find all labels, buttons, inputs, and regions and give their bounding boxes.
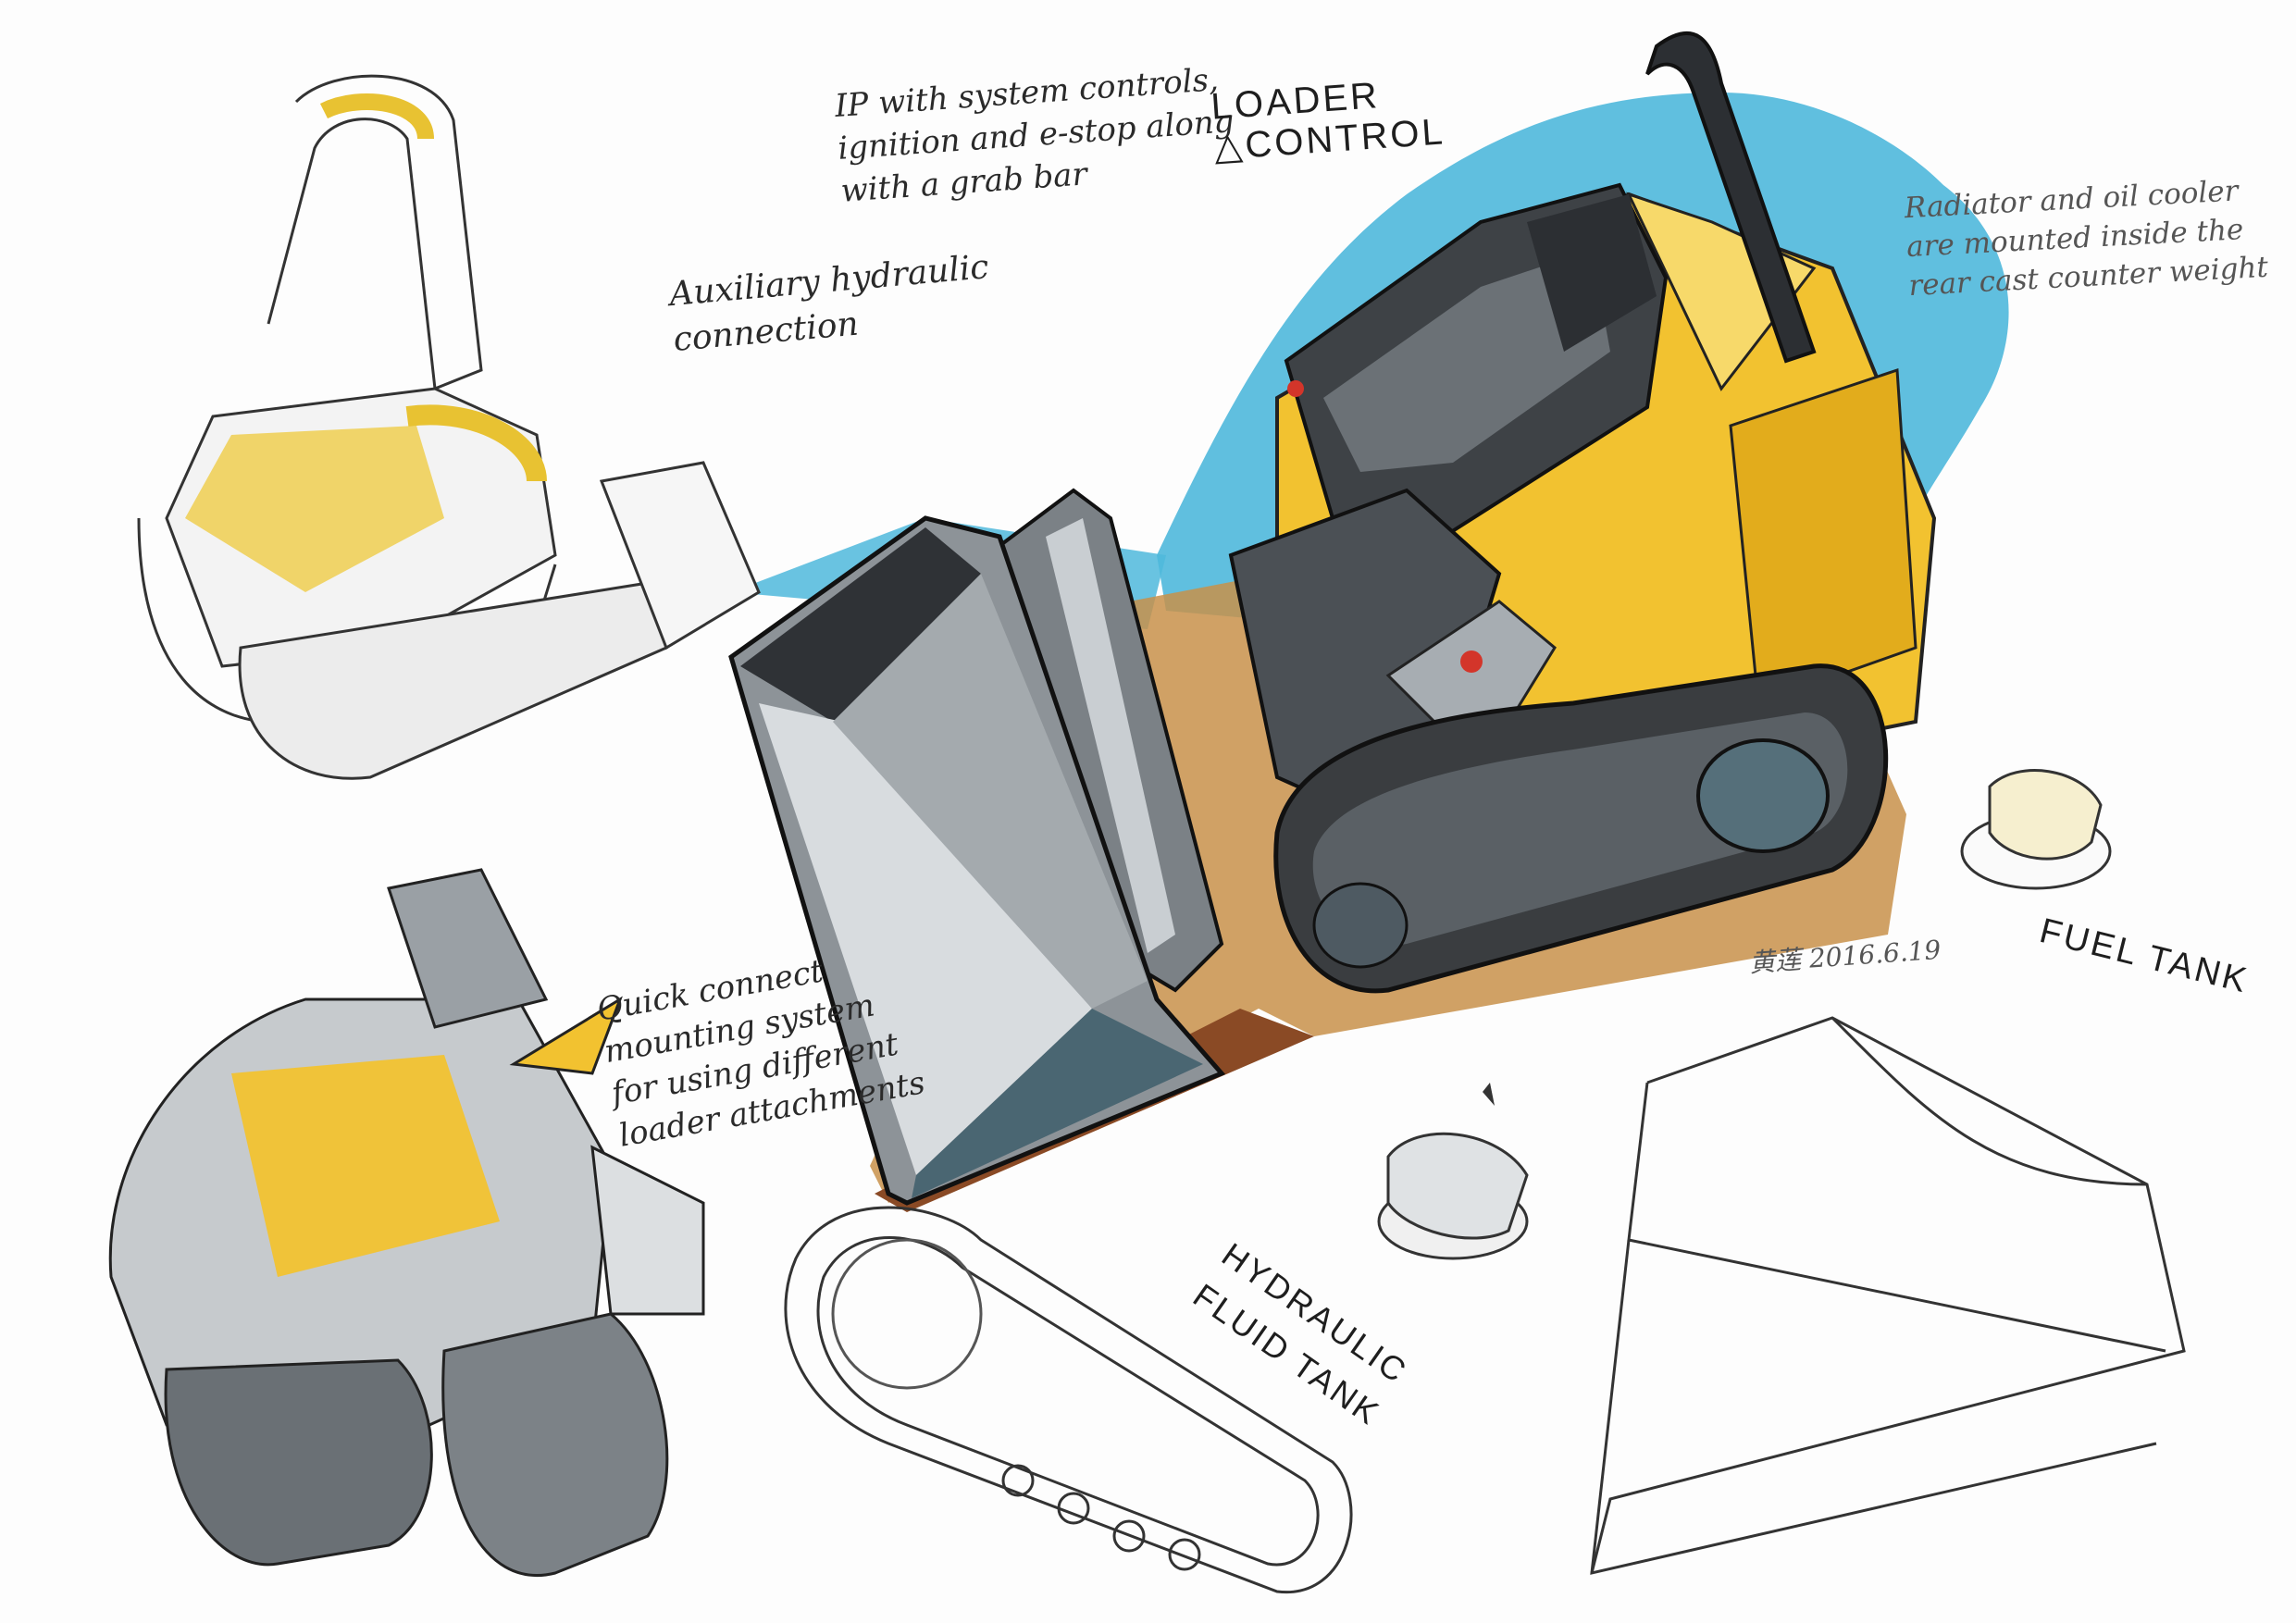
red-button bbox=[1460, 650, 1483, 673]
annotation-radiator: Radiator and oil cooler are mounted insi… bbox=[1904, 174, 2269, 303]
sketch-counterweight-wedge bbox=[1590, 1016, 2186, 1575]
grab-bar bbox=[1645, 31, 1817, 364]
sketch-bottom-left-loader bbox=[108, 868, 705, 1577]
loader-body bbox=[1228, 31, 1937, 817]
hydraulic-cap-sketch bbox=[1377, 1132, 1529, 1260]
bucket bbox=[728, 515, 1226, 1206]
arrow-marker bbox=[1483, 1083, 1495, 1106]
crawler-track bbox=[1273, 663, 1889, 994]
sketch-track-outline bbox=[784, 1206, 1353, 1594]
red-indicator bbox=[1287, 380, 1304, 397]
fuel-cap-sketch bbox=[1960, 769, 2112, 890]
sketch-top-left-loader bbox=[137, 74, 761, 780]
annotation-loader-control: LOADER △CONTROL bbox=[1210, 75, 1447, 168]
